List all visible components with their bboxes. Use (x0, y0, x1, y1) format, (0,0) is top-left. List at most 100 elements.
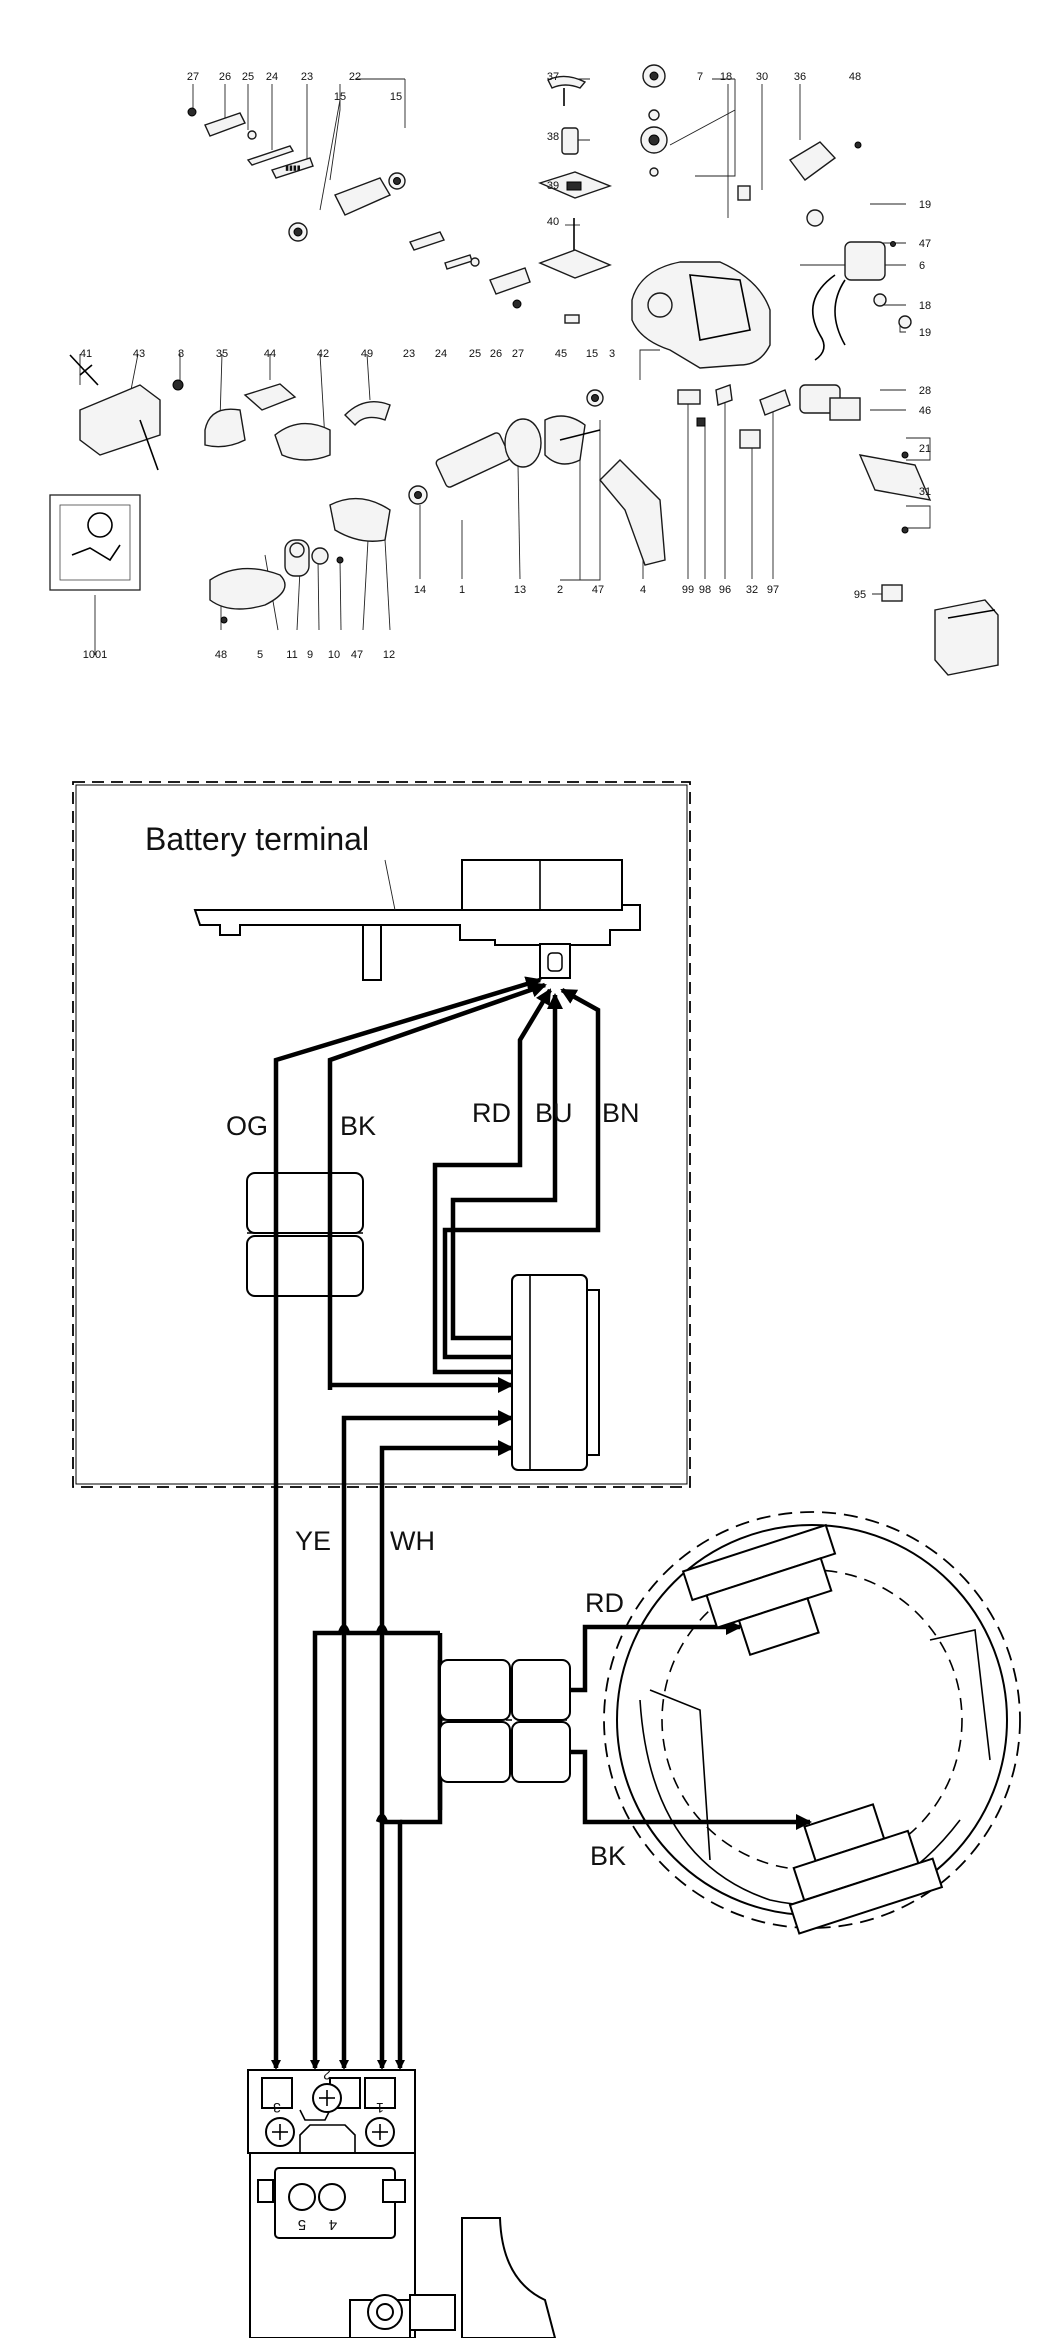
exploded-view: ▮▮▮▮ (49, 64, 999, 676)
blade-23a (271, 157, 314, 179)
gear-housing-12 (329, 497, 391, 542)
part-number: 3 (609, 348, 615, 360)
part-number: 47 (351, 649, 363, 661)
part-number-labels: 27 26 25 24 23 22 15 15 37 38 39 40 7 18… (80, 71, 931, 661)
part-number: 2 (557, 584, 563, 596)
part-number: 15 (586, 348, 598, 360)
connector-block-upper (246, 1172, 364, 1297)
part-26b (489, 267, 531, 295)
part-number: 96 (719, 584, 731, 596)
part-number: 8 (178, 348, 184, 360)
part-96 (715, 384, 733, 406)
wire-label-bk-motor: BK (590, 1841, 626, 1871)
part-21 (901, 451, 909, 459)
plate-44 (243, 383, 297, 411)
part-number: 39 (547, 180, 559, 192)
part-24b (444, 254, 473, 270)
part-number: 32 (746, 584, 758, 596)
part-number: 28 (919, 385, 931, 397)
label-95 (881, 584, 903, 602)
cover-42 (274, 422, 331, 461)
guard-49 (344, 401, 391, 427)
lever-37 (547, 75, 587, 89)
blade-drum-22 (334, 177, 392, 216)
part-number: 26 (490, 348, 502, 360)
pulley-9 (289, 542, 305, 558)
part-46 (829, 397, 861, 421)
svg-text:▮▮▮▮: ▮▮▮▮ (285, 165, 301, 172)
part-number: 45 (555, 348, 567, 360)
part-number: 97 (767, 584, 779, 596)
part-number: 47 (919, 238, 931, 250)
screw-48b (220, 616, 228, 624)
switch-6 (844, 241, 886, 281)
part-number: 44 (264, 348, 276, 360)
pulley-10 (311, 547, 329, 565)
part-number: 48 (215, 649, 227, 661)
knob-base-40 (538, 249, 612, 279)
part-number: 98 (699, 584, 711, 596)
fence-43 (79, 384, 161, 456)
part-number: 40 (547, 216, 559, 228)
part-number: 21 (919, 443, 931, 455)
wire-label-bn: BN (602, 1098, 640, 1128)
brush-lower (788, 1803, 944, 1935)
part-number: 38 (547, 131, 559, 143)
wire-label-wh: WH (390, 1526, 435, 1556)
part-99 (677, 389, 701, 405)
handle-4 (599, 459, 666, 566)
part-number: 4 (640, 584, 646, 596)
part-number: 27 (512, 348, 524, 360)
part-number: 25 (469, 348, 481, 360)
part-number: 48 (849, 71, 861, 83)
part-number: 31 (919, 486, 931, 498)
housing-3 (631, 261, 771, 369)
part-number: 1001 (83, 649, 107, 661)
cover-5 (209, 567, 286, 610)
battery-label-leader (384, 859, 396, 911)
wire-label-bk: BK (340, 1111, 376, 1141)
part-number: 9 (307, 649, 313, 661)
part-number: 1 (459, 584, 465, 596)
part-number: 11 (286, 649, 297, 661)
chip-deflector-35 (204, 408, 246, 448)
controller-module (511, 1274, 600, 1471)
motor (603, 1511, 1021, 1935)
connector-block-lower (439, 1659, 571, 1783)
screw-48a (854, 141, 862, 149)
part-number: 23 (301, 71, 313, 83)
part-number: 14 (414, 584, 426, 596)
part-98 (696, 417, 706, 427)
cover-36 (788, 141, 837, 181)
part-97 (759, 389, 791, 416)
part-number: 24 (266, 71, 278, 83)
switch: 3 2 1 5 4 (247, 2055, 557, 2339)
screw-47b (336, 556, 344, 564)
terminal-1: 1 (376, 2100, 384, 2116)
knob-8 (172, 379, 184, 391)
part-number: 49 (361, 348, 373, 360)
part-number: 7 (697, 71, 703, 83)
part-13 (504, 418, 542, 468)
part-30 (737, 185, 751, 201)
part-number: 42 (317, 348, 329, 360)
part-number: 13 (514, 584, 526, 596)
battery-terminal (193, 859, 641, 981)
part-45 (564, 314, 580, 324)
washer-25a (247, 130, 257, 140)
part-number: 30 (756, 71, 768, 83)
wire-label-bu: BU (535, 1098, 573, 1128)
plate-31 (858, 454, 932, 501)
part-number: 47 (592, 584, 604, 596)
part-32 (739, 429, 761, 449)
screw-icon (312, 2083, 342, 2113)
part-19a (806, 209, 824, 227)
washer-25b (470, 257, 480, 267)
parts: ▮▮▮▮ (49, 64, 999, 676)
part-number: 26 (219, 71, 231, 83)
wire-label-og: OG (226, 1111, 268, 1141)
spring-38 (561, 127, 579, 155)
part-number: 12 (383, 649, 395, 661)
blade-23b (409, 231, 445, 251)
